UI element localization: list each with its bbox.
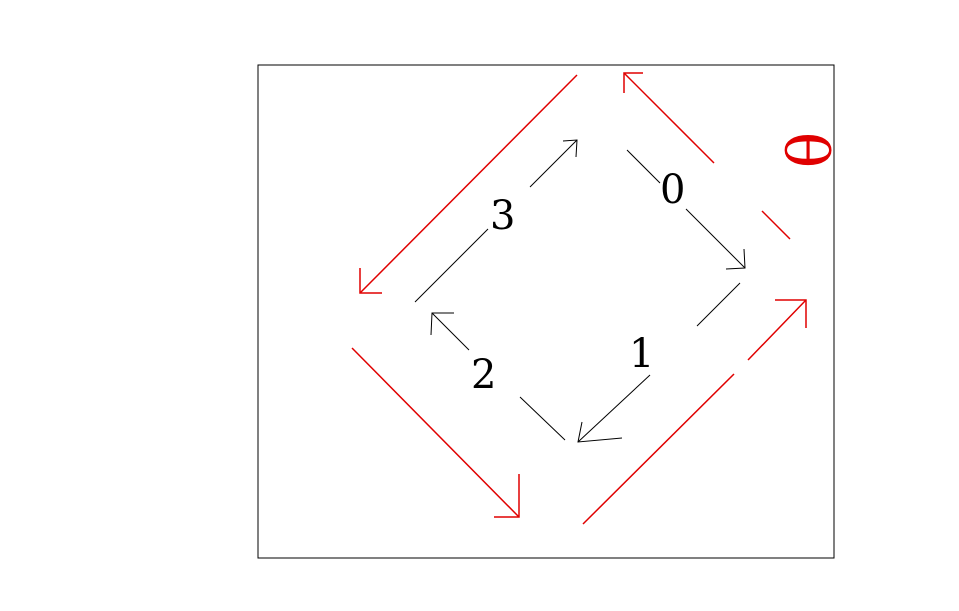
- edge-0-label: 0: [660, 167, 685, 213]
- edge-2-label: 2: [471, 352, 496, 398]
- bottom-left-arrow: [351, 347, 520, 518]
- edge-0-arrow: [626, 149, 746, 270]
- edge-2-arrow: [430, 312, 566, 441]
- edge-1-arrow: [577, 282, 741, 443]
- top-left-arrow: [359, 74, 578, 294]
- edge-3-arrow: [414, 139, 578, 303]
- edge-1-label: 1: [629, 331, 654, 377]
- diagram-frame: [257, 64, 835, 559]
- edge-3-label: 3: [490, 193, 515, 239]
- bottom-right-arrow: [582, 299, 807, 525]
- top-right-arrow: [623, 72, 791, 240]
- theta-symbol: θ: [776, 132, 846, 168]
